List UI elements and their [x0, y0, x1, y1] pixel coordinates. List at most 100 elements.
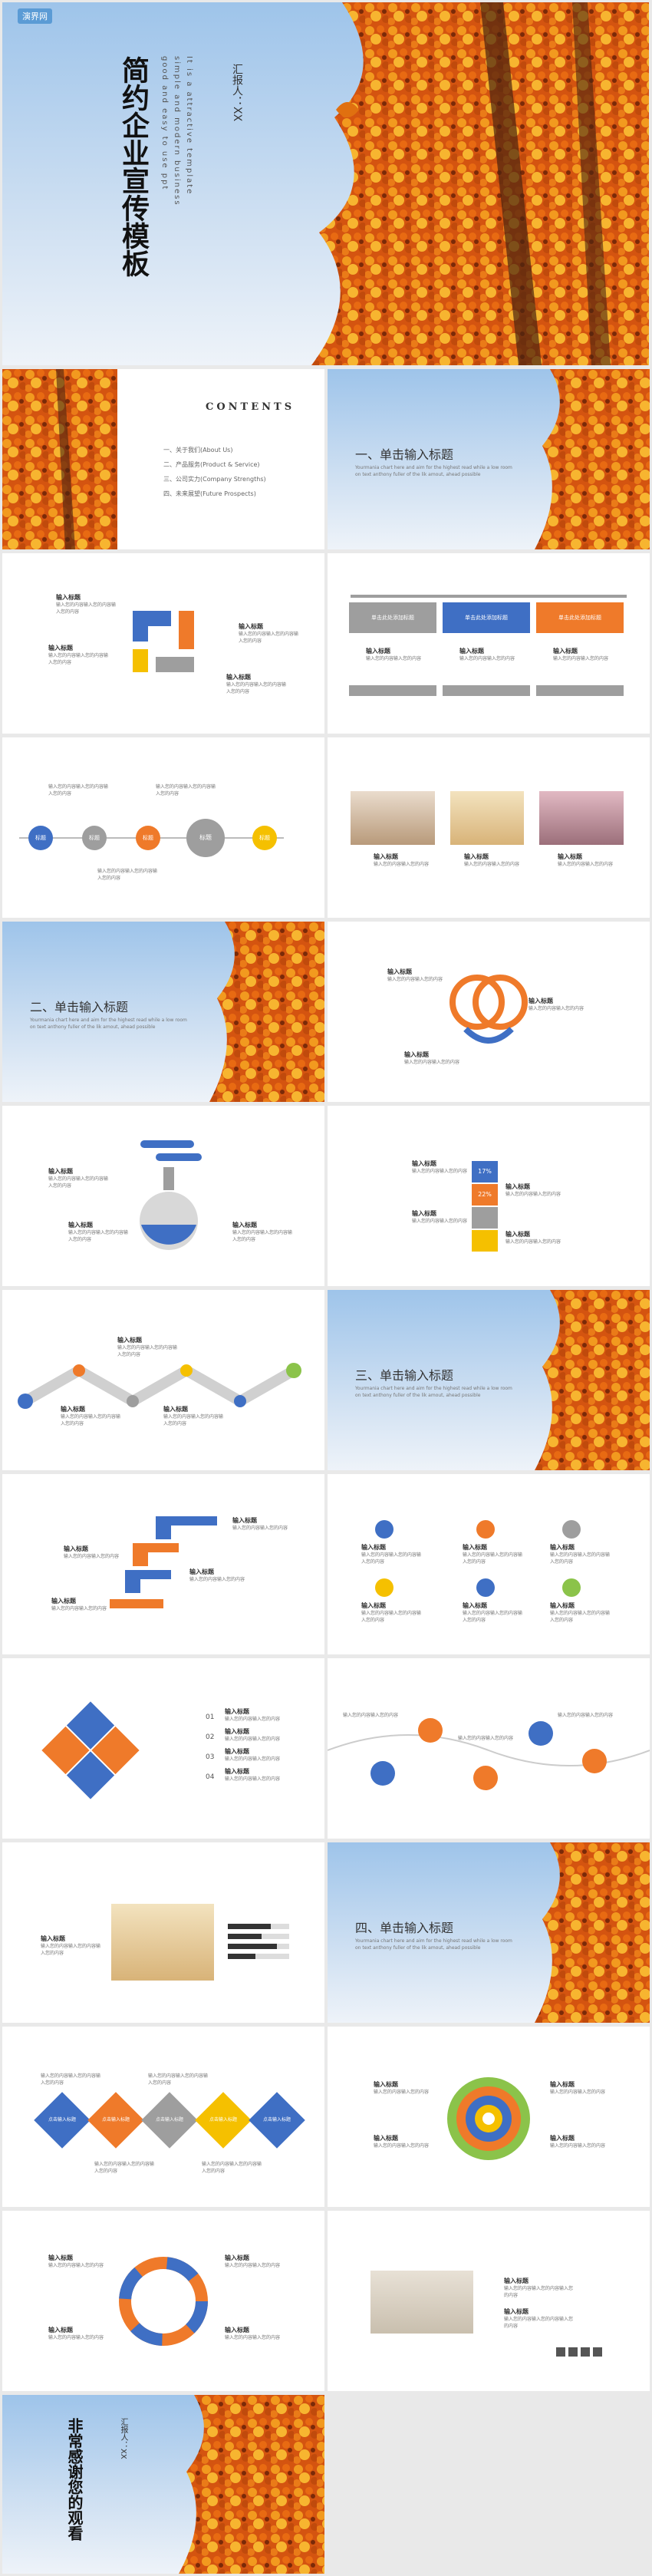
- contents-item[interactable]: 二、产品服务(Product & Service): [163, 461, 260, 468]
- text-block: 输入标题输入您的内容输入您的内容: [225, 1768, 281, 1782]
- cover-en-1: good and easy to use ppt: [160, 56, 169, 191]
- text-block: 输入标题输入您的内容输入您的内容: [505, 1231, 561, 1245]
- icon-square[interactable]: [568, 2347, 578, 2357]
- flow-node[interactable]: 标题: [28, 826, 53, 850]
- flask-icon: [140, 1140, 202, 1250]
- text-block: 输入标题输入您的内容输入您的内容输入您的内容: [163, 1406, 224, 1427]
- icon-square[interactable]: [556, 2347, 565, 2357]
- text-block: 输入标题输入您的内容输入您的内容: [550, 2081, 606, 2095]
- slide-section-3: 三、单击输入标题 Yourmania chart here and aim fo…: [328, 1290, 650, 1470]
- diamond-label: 点击输入标题: [48, 2117, 76, 2122]
- wave-circle[interactable]: [473, 1766, 498, 1790]
- text-block: 输入标题输入您的内容输入您的内容: [459, 648, 515, 661]
- wave-circle[interactable]: [370, 1761, 395, 1786]
- text-block: 输入标题输入您的内容输入您的内容: [366, 648, 422, 661]
- slide-cover: 演界网 简约企业宣传模板 good and easy to use ppt si…: [2, 2, 649, 365]
- slide-zigzag: 输入标题输入您的内容输入您的内容输入您的内容 输入标题输入您的内容输入您的内容输…: [2, 1290, 324, 1470]
- grid-circle[interactable]: [562, 1520, 581, 1539]
- diamond-label: 点击输入标题: [155, 2117, 183, 2122]
- autumn-trees-image: [535, 369, 650, 549]
- text-block: 输入标题输入您的内容输入您的内容输入您的内容: [41, 1935, 101, 1956]
- text-block: 输入标题输入您的内容输入您的内容: [225, 2327, 281, 2340]
- text-block: 输入标题输入您的内容输入您的内容: [412, 1210, 468, 1224]
- slide-flower: 输入标题输入您的内容输入您的内容输入您的内容 输入标题输入您的内容输入您的内容输…: [328, 2211, 650, 2391]
- autumn-trees-image: [209, 922, 324, 1102]
- text-block: 输入标题输入您的内容输入您的内容输入您的内容: [232, 1222, 293, 1242]
- grid-circle[interactable]: [476, 1520, 495, 1539]
- photo-road: [539, 791, 624, 845]
- target-diagram: [447, 2077, 530, 2160]
- slide-section-4: 四、单击输入标题 Yourmania chart here and aim fo…: [328, 1842, 650, 2023]
- grid-circle[interactable]: [375, 1520, 394, 1539]
- slide-target: 输入标题输入您的内容输入您的内容 输入标题输入您的内容输入您的内容 输入标题输入…: [328, 2027, 650, 2207]
- section-desc: Yourmania chart here and aim for the hig…: [30, 1018, 187, 1030]
- cube: 22%: [472, 1184, 498, 1206]
- contents-item[interactable]: 四、未来展望(Future Prospects): [163, 490, 256, 497]
- text-block: 输入标题输入您的内容输入您的内容输入您的内容: [117, 1337, 178, 1357]
- grid-circle[interactable]: [562, 1578, 581, 1597]
- flow-node[interactable]: 标题: [82, 826, 107, 850]
- cube: [472, 1207, 498, 1229]
- wave-note: 输入您的内容输入您的内容: [343, 1713, 399, 1718]
- photo-flower: [370, 2271, 473, 2334]
- icon-square[interactable]: [593, 2347, 602, 2357]
- text-block: 输入标题输入您的内容输入您的内容输入您的内容: [550, 1602, 611, 1623]
- tab-box[interactable]: 单击此处添加标题: [536, 602, 624, 633]
- cover-en-3: It is a attractive template: [185, 56, 193, 196]
- tab-box[interactable]: 单击此处添加标题: [349, 602, 436, 633]
- text-block: 输入标题输入您的内容输入您的内容: [189, 1568, 245, 1582]
- wave-note: 输入您的内容输入您的内容: [558, 1713, 614, 1718]
- autumn-trees-image: [179, 2395, 324, 2574]
- text-block: 输入标题输入您的内容输入您的内容: [464, 853, 520, 867]
- pinwheel-diagram: [133, 611, 194, 672]
- text-block: 输入标题输入您的内容输入您的内容输入您的内容: [463, 1602, 523, 1623]
- section-title: 二、单击输入标题: [30, 1000, 129, 1014]
- grid-circle[interactable]: [476, 1578, 495, 1597]
- diamond-label: 点击输入标题: [262, 2117, 291, 2122]
- photo-bicycle: [450, 791, 524, 845]
- flow-node[interactable]: 标题: [136, 826, 160, 850]
- tab-icon-bar: [443, 685, 530, 696]
- progress-bar: [228, 1934, 289, 1939]
- logo: 演界网: [18, 8, 52, 24]
- zigzag-path: [18, 1363, 301, 1409]
- flow-node[interactable]: 标题: [252, 826, 277, 850]
- text-block: 输入标题输入您的内容输入您的内容: [48, 2327, 104, 2340]
- tab-icon-bar: [536, 685, 624, 696]
- progress-bar: [228, 1954, 289, 1959]
- contents-item[interactable]: 三、公司实力(Company Strengths): [163, 476, 266, 483]
- autumn-trees-image: [535, 1842, 650, 2023]
- cover-reporter: 汇报人：XX: [231, 64, 243, 122]
- slide-cycle: 输入标题输入您的内容输入您的内容 输入标题输入您的内容输入您的内容 输入标题输入…: [2, 2211, 324, 2391]
- text-block: 输入标题输入您的内容输入您的内容输入您的内容: [504, 2278, 574, 2298]
- text-block: 输入标题输入您的内容输入您的内容: [64, 1545, 120, 1559]
- slide-diamonds: 点击输入标题 点击输入标题 点击输入标题 点击输入标题 点击输入标题 输入您的内…: [2, 2027, 324, 2207]
- contents-item[interactable]: 一、关于我们(About Us): [163, 447, 233, 454]
- progress-bars: [228, 1919, 289, 1959]
- text-block: 输入标题输入您的内容输入您的内容: [225, 1748, 281, 1762]
- wave-circle[interactable]: [418, 1718, 443, 1743]
- section-desc: Yourmania chart here and aim for the hig…: [355, 1938, 512, 1951]
- text-block: 输入标题输入您的内容输入您的内容: [225, 1708, 281, 1722]
- text-block: 输入标题输入您的内容输入您的内容: [553, 648, 609, 661]
- slide-knot: 输入标题输入您的内容输入您的内容 输入标题输入您的内容输入您的内容 输入标题输入…: [328, 922, 650, 1102]
- tab-box[interactable]: 单击此处添加标题: [443, 602, 530, 633]
- flow-node[interactable]: 标题: [186, 819, 225, 857]
- slide-ending: 非常感谢您的观看 汇报人：XX: [2, 2395, 324, 2574]
- falling-leaf-icon: [336, 102, 359, 117]
- icon-square[interactable]: [581, 2347, 590, 2357]
- grid-circle[interactable]: [375, 1578, 394, 1597]
- text-block: 输入标题输入您的内容输入您的内容输入您的内容: [239, 623, 299, 644]
- cube: [472, 1230, 498, 1252]
- contents-heading: CONTENTS: [206, 401, 295, 413]
- text-block: 输入标题输入您的内容输入您的内容: [558, 853, 614, 867]
- knot-diagram: [449, 975, 528, 1044]
- photo-cupcake: [351, 791, 435, 845]
- slide-flask: 输入标题输入您的内容输入您的内容输入您的内容 输入标题输入您的内容输入您的内容输…: [2, 1106, 324, 1286]
- wave-circle[interactable]: [529, 1721, 553, 1746]
- wave-circle[interactable]: [582, 1749, 607, 1773]
- text-block: 输入标题输入您的内容输入您的内容: [374, 853, 430, 867]
- slide-pinwheel: 输入标题输入您的内容输入您的内容输入您的内容 输入标题输入您的内容输入您的内容输…: [2, 553, 324, 734]
- text-block: 输入标题输入您的内容输入您的内容输入您的内容: [68, 1222, 129, 1242]
- section-desc: Yourmania chart here and aim for the hig…: [355, 465, 512, 477]
